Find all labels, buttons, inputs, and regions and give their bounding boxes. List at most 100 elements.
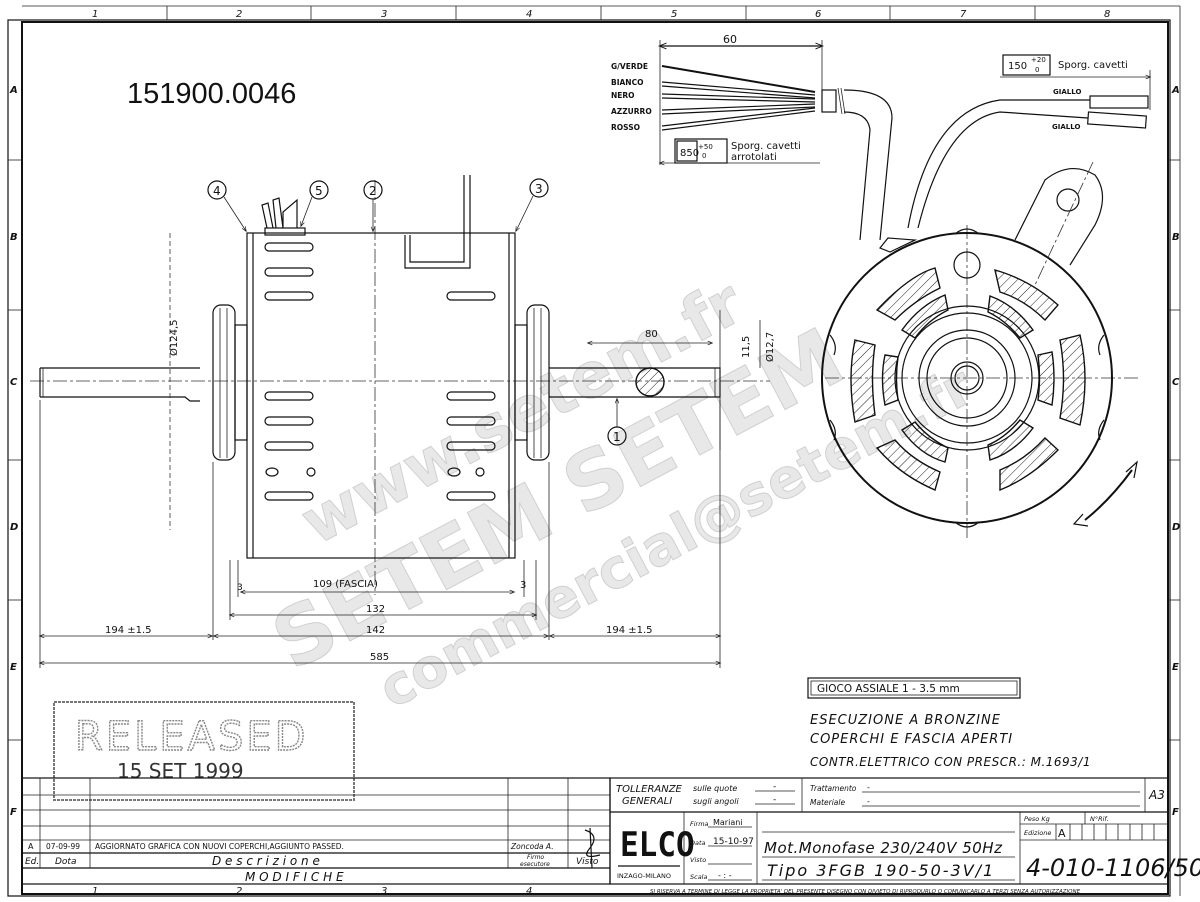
tol-dims-val: - — [773, 782, 776, 792]
dim-left-gap: 3 — [237, 583, 243, 593]
title-block: TOLLERANZE GENERALI sulle quote sugli an… — [609, 777, 1200, 895]
col-7: 7 — [960, 9, 967, 20]
dim-right-gap: 3 — [520, 580, 526, 591]
row-a-left: A — [9, 85, 18, 96]
released-stamp: RELEASED 15 SET 1999 — [53, 701, 355, 801]
wire-label-bianco: BIANCO — [611, 78, 643, 87]
rev-header-visto: Visto — [576, 857, 599, 867]
dim-diameter-body: Ø124,5 — [168, 320, 180, 357]
rev-title: M O D I F I C H E — [245, 870, 344, 884]
rev-desc: AGGIORNATO GRAFICA CON NUOVI COPERCHI,AG… — [95, 842, 344, 851]
row-e-left: E — [10, 662, 17, 673]
edition-val: A — [1058, 827, 1066, 840]
stamp-date: 15 SET 1999 — [117, 759, 244, 783]
motor-side-view: 4 5 2 3 1 — [30, 175, 770, 595]
motor-desc-1: Mot.Monofase 230/240V 50Hz — [764, 839, 1003, 857]
tol-label-1: TOLLERANZE — [616, 784, 683, 795]
column-ticks — [166, 6, 1036, 20]
data-label: Data — [690, 839, 706, 847]
tol-angles-label: sugli angoli — [693, 797, 739, 806]
dim-fascia: 109 (FASCIA) — [313, 579, 378, 590]
dim-left-shaft: 194 ±1.5 — [105, 625, 152, 636]
firma-val: Mariani — [713, 818, 743, 827]
wire-length-dim: 60 — [723, 33, 737, 46]
data-val: 15-10-97 — [713, 837, 754, 847]
col-4-bottom: 4 — [526, 886, 532, 897]
wire-label-gverde: G/VERDE — [611, 62, 648, 71]
note-axial-play: GIOCO ASSIALE 1 - 3.5 mm — [817, 683, 960, 695]
treatment-label: Trattamento — [810, 784, 857, 793]
notes: GIOCO ASSIALE 1 - 3.5 mm ESECUZIONE A BR… — [807, 677, 1091, 769]
callout-3: 3 — [516, 178, 549, 231]
note-line-1: ESECUZIONE A BRONZINE — [810, 713, 1001, 728]
cap-box-tol-upper: +20 — [1031, 56, 1046, 64]
firma-label: Firma — [690, 820, 709, 828]
col-5: 5 — [671, 9, 677, 20]
stripped-box-tol-lower: 0 — [702, 152, 706, 160]
dim-shaft-flat: 11,5 — [741, 336, 752, 358]
weight-label: Peso Kg — [1024, 815, 1050, 823]
rev-ed: A — [28, 842, 34, 851]
cap-wire-2: GIALLO — [1052, 123, 1080, 131]
column-labels: 1 2 3 4 5 6 7 8 1 2 3 4 — [92, 9, 1110, 897]
cap-box-tol-lower: 0 — [1035, 66, 1039, 74]
svg-text:3: 3 — [535, 182, 543, 196]
dim-total: 585 — [370, 652, 389, 663]
tol-angles-val: - — [773, 795, 776, 805]
row-c: C — [1172, 377, 1180, 388]
dim-right-shaft: 194 ±1.5 — [606, 625, 653, 636]
rev-header-by-1: Firmo — [527, 854, 544, 861]
drawing-number: 4-010-1106/50 — [1026, 854, 1200, 882]
callout-4: 4 — [207, 180, 246, 231]
col-2: 2 — [236, 9, 242, 20]
row-f-left: F — [10, 807, 17, 818]
callout-2: 2 — [363, 180, 383, 231]
row-labels: A B C D E F A B C D E F — [9, 85, 1180, 818]
dim-142: 142 — [366, 625, 385, 636]
note-line-3: CONTR.ELETTRICO CON PRESCR.: M.1693/1 — [810, 755, 1091, 769]
col-3-bottom: 3 — [381, 886, 387, 897]
row-a: A — [1171, 85, 1180, 96]
col-8: 8 — [1104, 9, 1110, 20]
copyright-notice: SI RISERVA A TERMINE DI LEGGE LA PROPRIE… — [650, 889, 1081, 895]
company-name: ELCO — [620, 824, 695, 864]
rev-header-by-2: esecutore — [520, 861, 550, 868]
row-ticks — [8, 159, 1180, 741]
revision-block: A 07-09-99 AGGIORNATO GRAFICA CON NUOVI … — [21, 777, 611, 885]
material-val: - — [867, 797, 870, 806]
edition-cells — [1055, 824, 1155, 840]
material-label: Materiale — [810, 798, 845, 807]
svg-text:1: 1 — [613, 430, 621, 444]
row-e: E — [1172, 662, 1179, 673]
stripped-box-tol-upper: +50 — [698, 143, 713, 151]
row-b: B — [1172, 232, 1180, 243]
visto-label: Visto — [690, 856, 706, 864]
tol-dims-label: sulle quote — [693, 784, 737, 793]
svg-text:4: 4 — [213, 184, 221, 198]
wires-detail: 60 G/VERDE BIANCO NERO AZZURRO ROSSO 850… — [611, 33, 893, 241]
dim-shaft-dia: Ø12,7 — [764, 332, 776, 362]
rev-header-desc: D e s c r i z i o n e — [212, 854, 320, 868]
ref-label: N°Rif. — [1090, 815, 1109, 823]
stripped-label-1: Sporg. cavetti — [731, 141, 801, 152]
svg-text:2: 2 — [369, 184, 377, 198]
capacitor-wires: 150 +20 0 Sporg. cavetti GIALLO GIALLO — [907, 54, 1150, 229]
tol-label-2: GENERALI — [622, 796, 672, 807]
cap-wire-1: GIALLO — [1053, 88, 1081, 96]
callout-5: 5 — [301, 180, 329, 226]
col-3: 3 — [381, 9, 387, 20]
wire-label-nero: NERO — [611, 91, 635, 100]
company-city: INZAGO-MILANO — [617, 872, 671, 880]
edition-label: Edizione — [1024, 829, 1051, 837]
sheet-size: A3 — [1148, 788, 1165, 802]
row-c-left: C — [10, 377, 18, 388]
drawing-frame: 1 2 3 4 5 6 7 8 1 2 3 4 A B C D E F A B … — [7, 5, 1181, 897]
col-6: 6 — [815, 9, 821, 20]
row-f: F — [1172, 807, 1179, 818]
stripped-box-value: 850 — [680, 148, 699, 159]
motor-front-view — [821, 161, 1140, 540]
scala-label: Scala — [690, 873, 707, 881]
stamp-text: RELEASED — [75, 714, 308, 760]
cap-box-value: 150 — [1008, 61, 1027, 72]
